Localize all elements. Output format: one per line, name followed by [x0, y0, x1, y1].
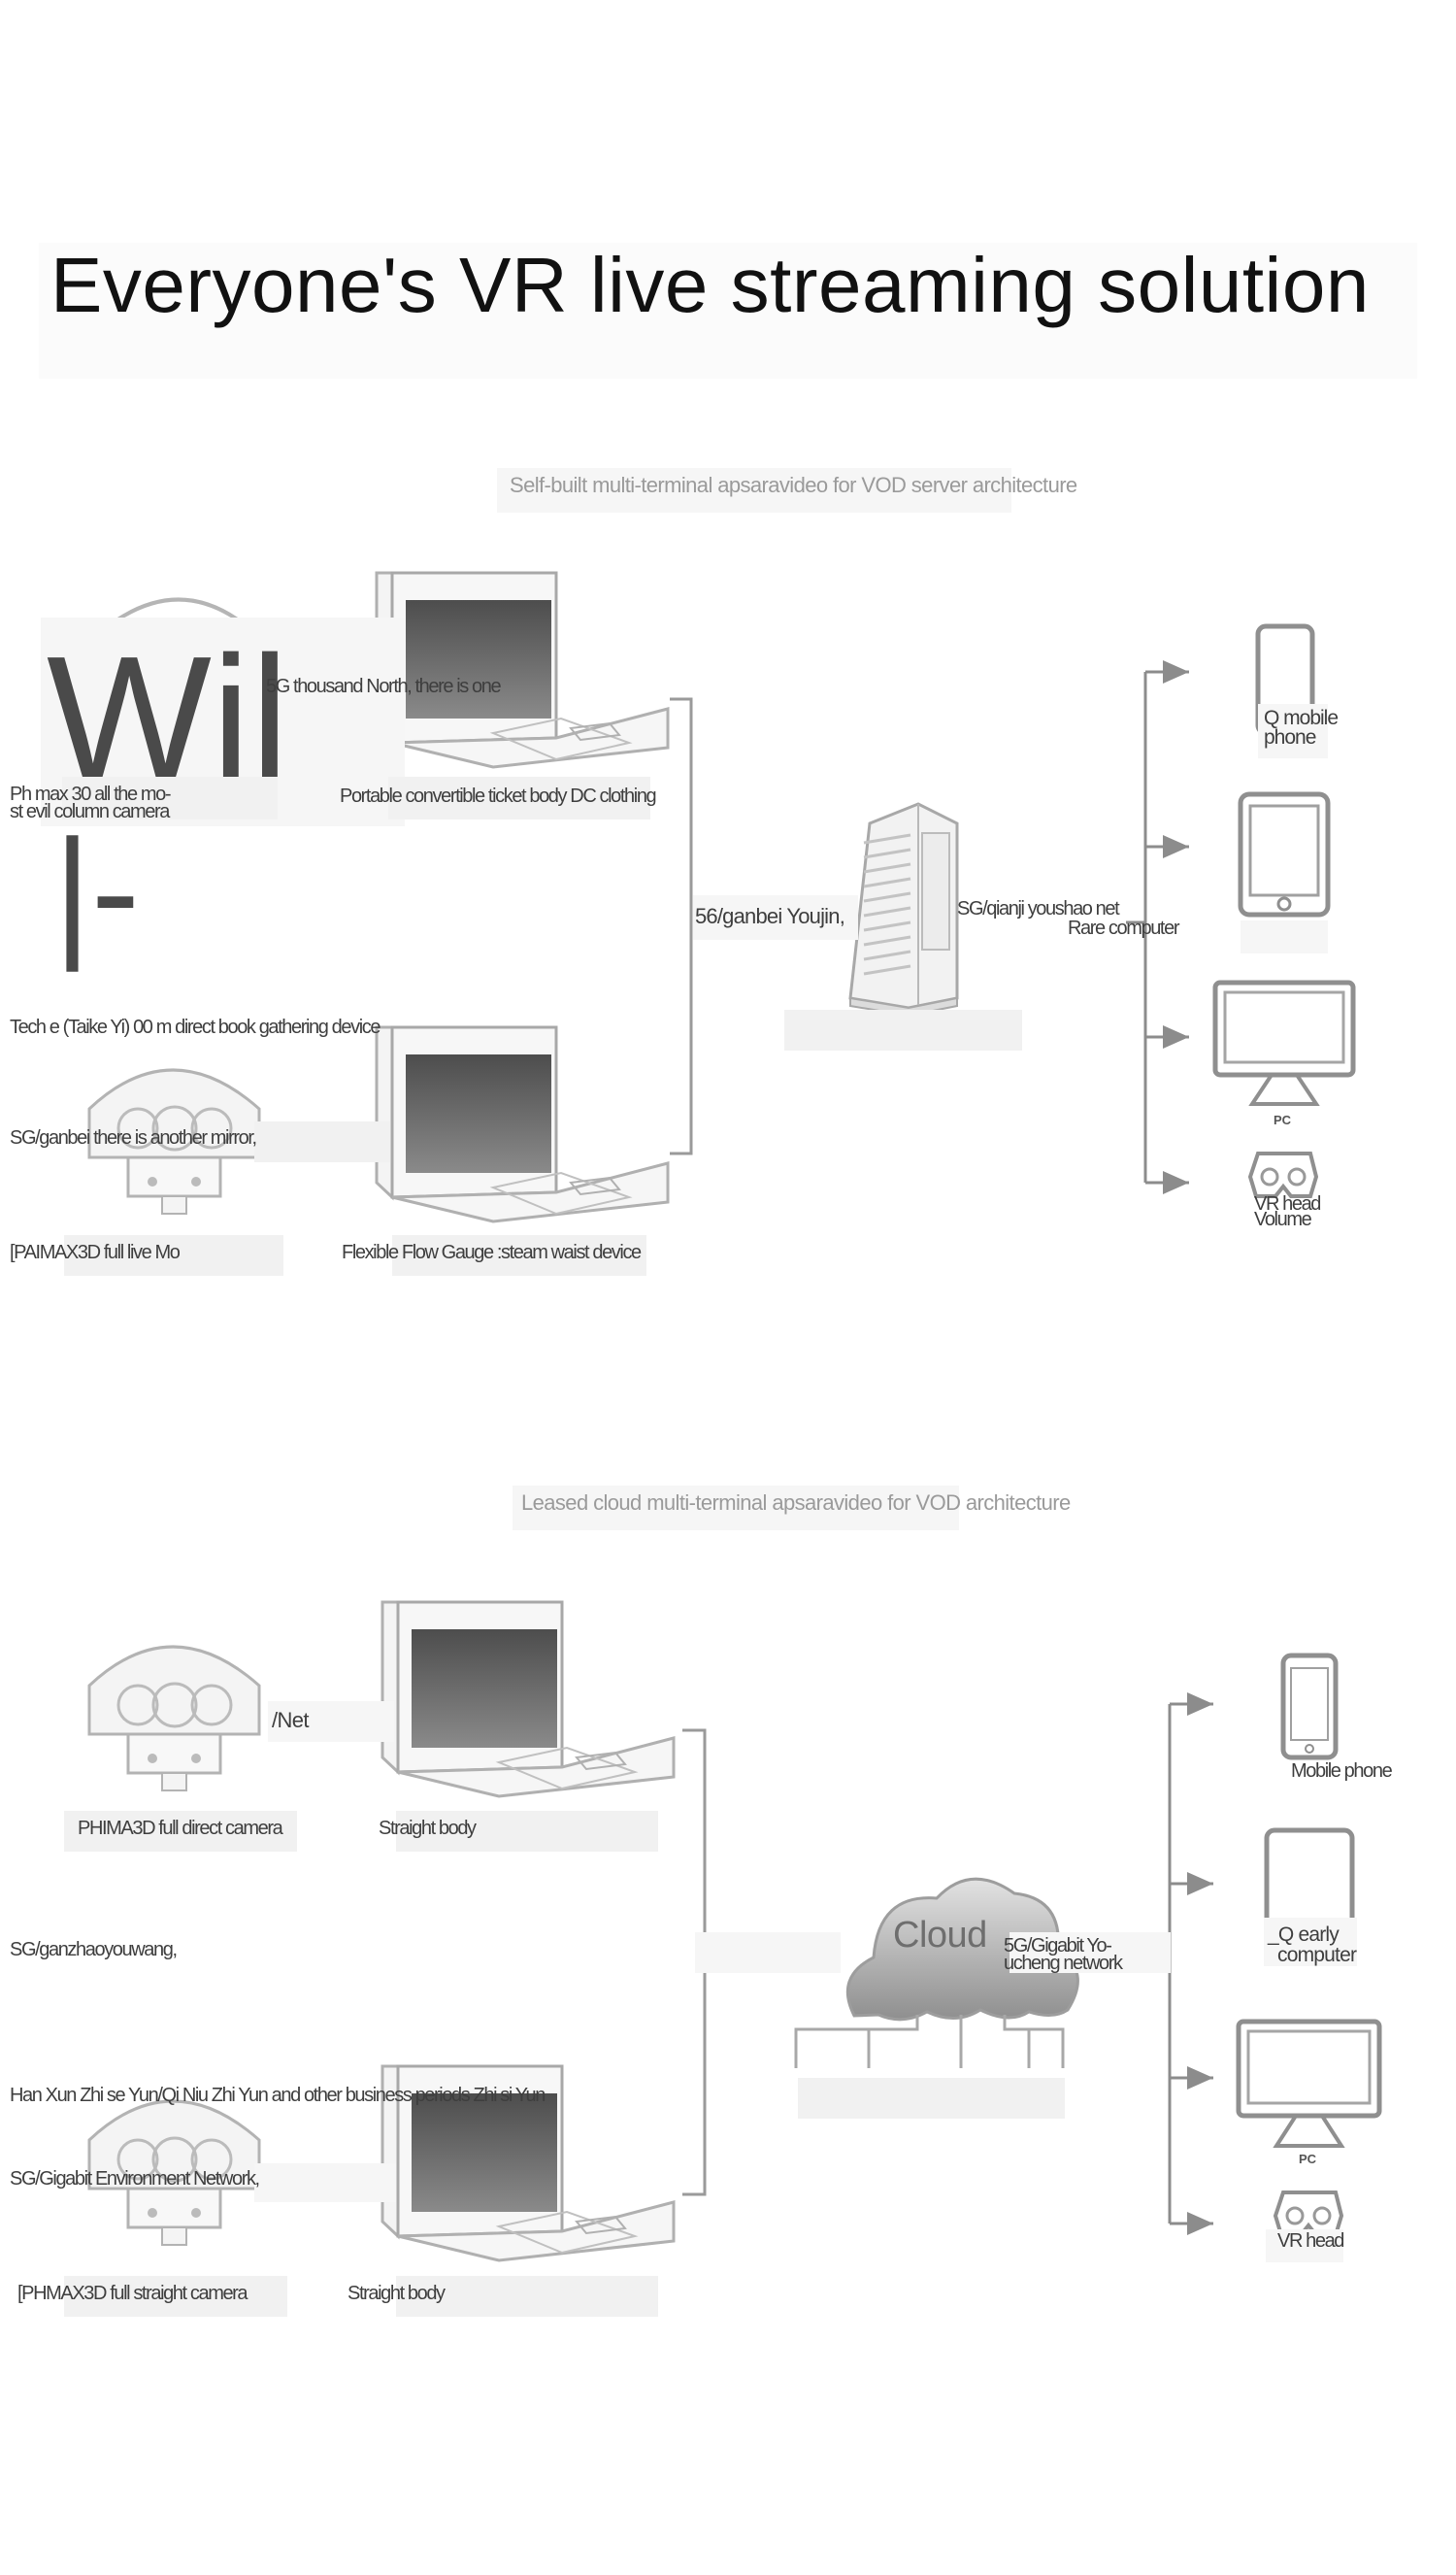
highlight-box [693, 895, 858, 940]
highlight-box [388, 777, 650, 819]
network-label: 56/ganbei Youjin, [695, 904, 845, 928]
highlight-box [1009, 1932, 1171, 1973]
highlight-box [254, 2163, 396, 2202]
encoder-label: Straight body [347, 2283, 446, 2304]
terminal-label: VR head [1277, 2230, 1344, 2252]
big-glyph-text: Wil [47, 620, 289, 816]
highlight-box [396, 1811, 658, 1852]
title-band [39, 243, 1417, 379]
terminal-label: VR head [1254, 1193, 1321, 1215]
highlight-box [784, 1010, 1022, 1051]
tablet-icon [1238, 791, 1331, 918]
highlight-box [62, 777, 278, 819]
highlight-box [1264, 1918, 1357, 1966]
cloud-provider-label: Han Xun Zhi se Yun/Qi Niu Zhi Yun and ot… [10, 2085, 546, 2106]
page-title: Everyone's VR live streaming solution [50, 242, 1370, 328]
highlight-box [798, 2078, 1065, 2119]
big-glyph-text: |- [53, 809, 140, 972]
network-label: Rare computer [1068, 918, 1179, 939]
section1-subtitle: Self-built multi-terminal apsaravideo fo… [510, 473, 1077, 497]
highlight-box [392, 1235, 646, 1276]
laptop-icon [381, 1600, 676, 1798]
pc-text: PC [1274, 1113, 1292, 1127]
network-label: SG/qianji youshao net [957, 898, 1120, 920]
encoder-label: Straight body [379, 1818, 477, 1839]
laptop-icon [375, 571, 670, 769]
vr-headset-icon [1247, 1152, 1319, 1198]
highlight-box [1266, 2229, 1343, 2262]
vr-camera-icon [87, 1645, 261, 1791]
highlight-box [513, 1486, 959, 1530]
section2-subtitle: Leased cloud multi-terminal apsaravideo … [521, 1490, 1071, 1515]
camera-label: st evil column camera [10, 801, 170, 822]
encoder-label: Portable convertible ticket body DC clot… [340, 786, 657, 807]
encoder-label: Flexible Flow Gauge :steam waist device [342, 1242, 642, 1263]
terminal-label: computer [1277, 1944, 1357, 1966]
highlight-box [268, 1701, 394, 1742]
camera-label: PHIMA3D full direct camera [78, 1818, 283, 1839]
laptop-icon [375, 1025, 670, 1223]
network-label: ucheng network [1004, 1953, 1123, 1974]
terminal-label: phone [1264, 726, 1316, 749]
camera-label: [PAIMAX3D full live Mo [10, 1242, 181, 1263]
terminal-label: Mobile phone [1291, 1760, 1393, 1782]
terminal-label: Volume [1254, 1209, 1312, 1230]
server-icon [848, 802, 959, 1018]
highlight-box [497, 468, 1011, 513]
camera-label: [PHMAX3D full straight camera [17, 2283, 248, 2304]
source-label: SG/ganzhaoyouwang, [10, 1939, 178, 1960]
highlight-box [254, 1121, 390, 1162]
bracket-line [670, 697, 693, 1155]
vr-camera-icon [87, 2099, 261, 2246]
source-label: SG/ganbei there is another mirror, [10, 1127, 257, 1149]
terminal-label: Q mobile [1264, 707, 1339, 729]
cloud-label: Cloud [893, 1915, 987, 1956]
network-label: 5G/Gigabit Yo- [1004, 1935, 1112, 1956]
pc-monitor-icon [1212, 980, 1356, 1106]
highlight-box [64, 1235, 283, 1276]
source-label: 5G thousand North, there is one [266, 676, 502, 697]
mobile-phone-icon [1280, 1653, 1339, 1760]
highlight-box [64, 2276, 287, 2317]
highlight-box [64, 1811, 297, 1852]
highlight-box [1258, 704, 1328, 758]
camera-label: Ph max 30 all the mo- [10, 784, 172, 805]
network-label: /Net [272, 1708, 310, 1732]
terminal-label: _Q early [1268, 1923, 1340, 1946]
highlight-box [396, 2276, 658, 2317]
pc-text: PC [1299, 2152, 1317, 2166]
highlight-box [695, 1932, 841, 1973]
source-label: SG/Gigabit Environment Network, [10, 2168, 260, 2190]
vr-camera-icon [87, 1068, 261, 1215]
laptop-icon [381, 2064, 676, 2262]
highlight-box [1241, 920, 1328, 953]
device-label: Tech e (Taike Yi) 00 m direct book gathe… [10, 1017, 381, 1038]
pc-monitor-icon [1236, 2019, 1382, 2148]
